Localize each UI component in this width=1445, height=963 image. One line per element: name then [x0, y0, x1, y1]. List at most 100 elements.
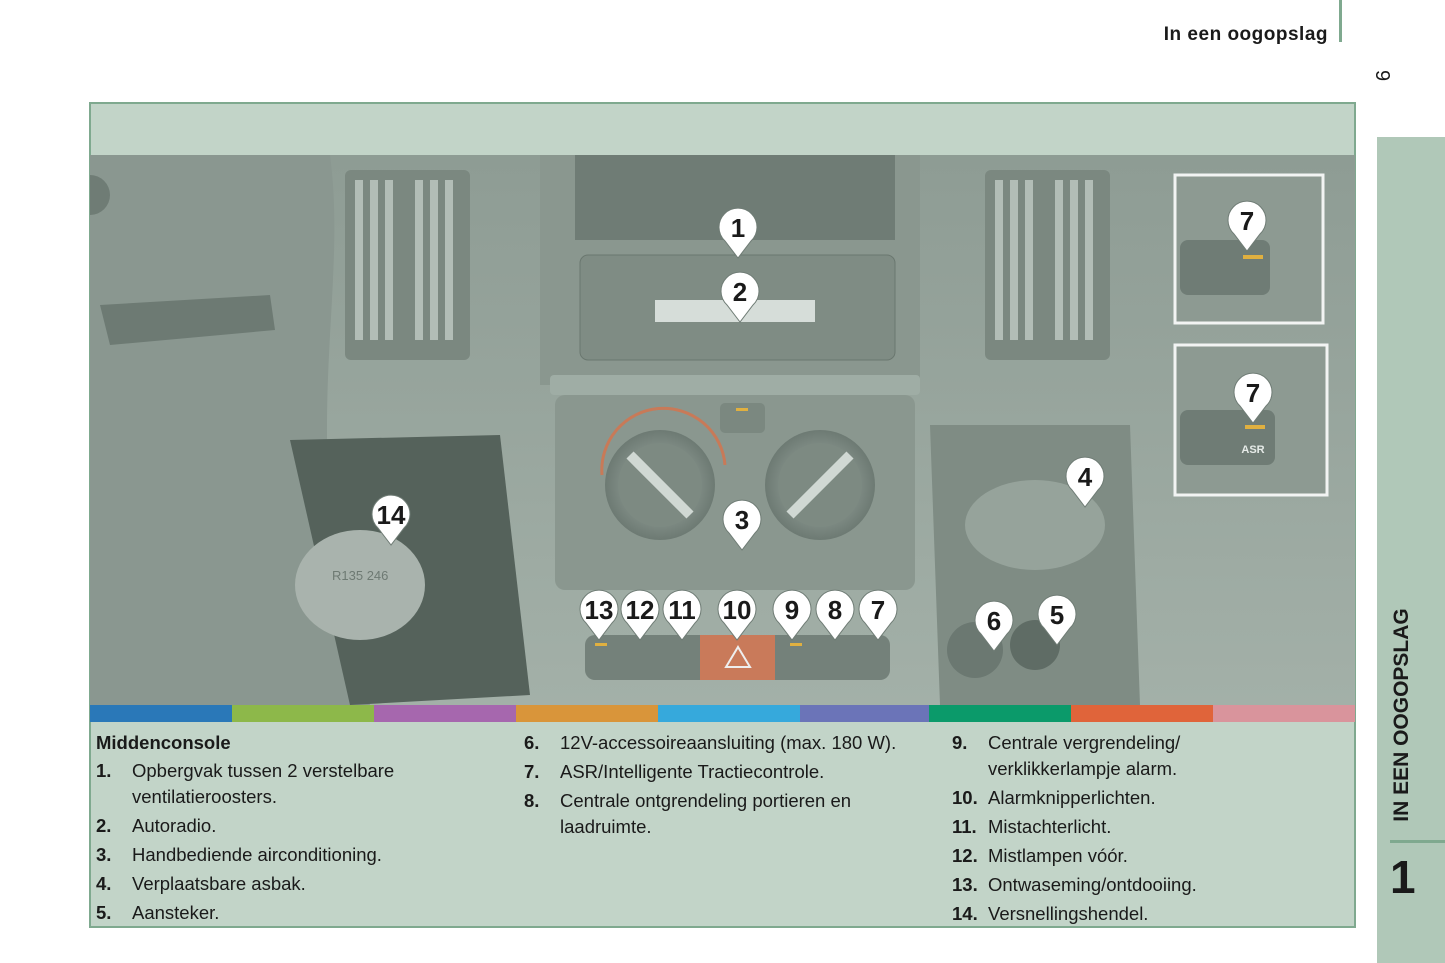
- legend-column-2: 6.12V-accessoireaansluiting (max. 180 W)…: [524, 730, 904, 843]
- color-strip-segment: [90, 705, 232, 722]
- callout-6: 6: [974, 600, 1014, 652]
- legend-item: 5. Aansteker.: [96, 900, 516, 926]
- legend-item-number: 5.: [96, 902, 112, 923]
- legend-item: 13. Ontwaseming/ontdooiing.: [952, 872, 1252, 898]
- legend-item-number: 4.: [96, 873, 112, 894]
- legend-item-text: Handbediende airconditioning.: [132, 844, 382, 865]
- callout-number: 2: [733, 277, 747, 307]
- callout-8: 8: [815, 589, 855, 641]
- callout-7: 7: [858, 589, 898, 641]
- legend-item-number: 11.: [952, 816, 977, 837]
- chapter-tab-label: IN EEN OOGOPSLAG: [1377, 600, 1427, 830]
- legend-item: 1.Opbergvak tussen 2 verstelbare ventila…: [96, 758, 516, 810]
- callout-14: 14: [371, 494, 411, 546]
- callout-marker: [1233, 372, 1273, 424]
- callout-number: 7: [871, 595, 885, 625]
- chapter-number: 1: [1390, 851, 1416, 903]
- chapter-tab-text: IN EEN OOGOPSLAG: [1390, 608, 1413, 822]
- legend-item-text: Versnellingshendel.: [988, 903, 1149, 924]
- callout-number: 7: [1240, 206, 1254, 236]
- legend-column-3: 9. Centrale vergrendeling/ verklikkerlamp…: [952, 730, 1252, 930]
- callout-2: 2: [720, 271, 760, 323]
- legend-item-text: Ontwaseming/ontdooiing.: [988, 874, 1197, 895]
- color-strip-segment: [800, 705, 929, 722]
- callout-number: 4: [1078, 462, 1093, 492]
- legend-item-number: 9.: [952, 732, 968, 753]
- legend-item-text: Verplaatsbare asbak.: [132, 873, 306, 894]
- callout-marker: [815, 589, 855, 641]
- legend-item-text: Centrale ontgrendeling portieren en laad…: [560, 790, 852, 837]
- legend-item-number: 12.: [952, 845, 978, 866]
- callout-number: 10: [723, 595, 752, 625]
- legend-item-number: 2.: [96, 815, 112, 836]
- callout-1: 1: [718, 207, 758, 259]
- legend-item-number: 6.: [524, 732, 540, 753]
- callout-number: 8: [828, 595, 842, 625]
- callout-7: 7: [1227, 200, 1267, 252]
- callout-number: 3: [735, 505, 749, 535]
- legend-item: 7.ASR/Intelligente Tractiecontrole.: [524, 759, 904, 785]
- callout-number: 5: [1050, 600, 1064, 630]
- legend-item: 14. Versnellingshendel.: [952, 901, 1252, 927]
- legend-item-number: 3.: [96, 844, 112, 865]
- chapter-tab: [1377, 137, 1445, 963]
- legend-item: 12. Mistlampen vóór.: [952, 843, 1252, 869]
- legend-item-number: 10.: [952, 787, 978, 808]
- callout-marker: [1037, 594, 1077, 646]
- chapter-tab-divider: [1390, 840, 1445, 843]
- legend-item-text: Mistlampen vóór.: [988, 845, 1128, 866]
- callout-7: 7: [1233, 372, 1273, 424]
- legend-item-text: Aansteker.: [132, 902, 220, 923]
- legend-item-text: Alarmknipperlichten.: [988, 787, 1156, 808]
- legend-item-number: 14.: [952, 903, 978, 924]
- callout-marker: [579, 589, 619, 641]
- legend-item-text: Centrale vergrendeling/ verklikkerlampje…: [988, 732, 1181, 779]
- callout-number: 11: [668, 595, 696, 625]
- callout-number: 14: [377, 500, 406, 530]
- color-strip-segment: [232, 705, 374, 722]
- callout-12: 12: [620, 589, 660, 641]
- color-strip-segment: [1071, 705, 1213, 722]
- callout-13: 13: [579, 589, 619, 641]
- legend-item: 6.12V-accessoireaansluiting (max. 180 W)…: [524, 730, 904, 756]
- color-strip-segment: [929, 705, 1071, 722]
- legend-item-number: 1.: [96, 760, 112, 781]
- legend-item-number: 8.: [524, 790, 540, 811]
- callout-marker: [662, 589, 702, 641]
- page-header-title: In een oogopslag: [1163, 24, 1328, 45]
- callout-marker: [720, 271, 760, 323]
- callout-marker: [772, 589, 812, 641]
- page-number: 9: [1371, 69, 1394, 82]
- legend-item-text: Mistachterlicht.: [988, 816, 1112, 837]
- callout-number: 6: [987, 606, 1001, 636]
- header-divider: [1339, 0, 1342, 42]
- color-strip-segment: [374, 705, 516, 722]
- legend-item: 2. Autoradio.: [96, 813, 516, 839]
- legend-item: 3. Handbediende airconditioning.: [96, 842, 516, 868]
- callout-marker: [858, 589, 898, 641]
- asr-button-label: ASR: [1241, 444, 1264, 456]
- legend-column-1: Middenconsole 1.Opbergvak tussen 2 verst…: [96, 730, 516, 929]
- legend-item-number: 13.: [952, 874, 978, 895]
- legend-item-number: 7.: [524, 761, 540, 782]
- legend-item: 9. Centrale vergrendeling/ verklikkerlamp…: [952, 730, 1252, 782]
- color-strip-segment: [1213, 705, 1355, 722]
- callout-marker: [1227, 200, 1267, 252]
- gear-pattern-label: R135 246: [332, 568, 388, 583]
- callout-marker: [722, 499, 762, 551]
- legend-item: 8. Centrale ontgrendeling portieren en la…: [524, 788, 904, 840]
- legend-item: 4. Verplaatsbare asbak.: [96, 871, 516, 897]
- callout-number: 13: [585, 595, 614, 625]
- callout-number: 1: [731, 213, 745, 243]
- callout-marker: [717, 589, 757, 641]
- callout-marker: [718, 207, 758, 259]
- legend-item: 11. Mistachterlicht.: [952, 814, 1252, 840]
- callout-4: 4: [1065, 456, 1105, 508]
- legend-item-text: Autoradio.: [132, 815, 217, 836]
- callout-marker: [974, 600, 1014, 652]
- callout-5: 5: [1037, 594, 1077, 646]
- callout-marker: [1065, 456, 1105, 508]
- callout-3: 3: [722, 499, 762, 551]
- callout-marker: [620, 589, 660, 641]
